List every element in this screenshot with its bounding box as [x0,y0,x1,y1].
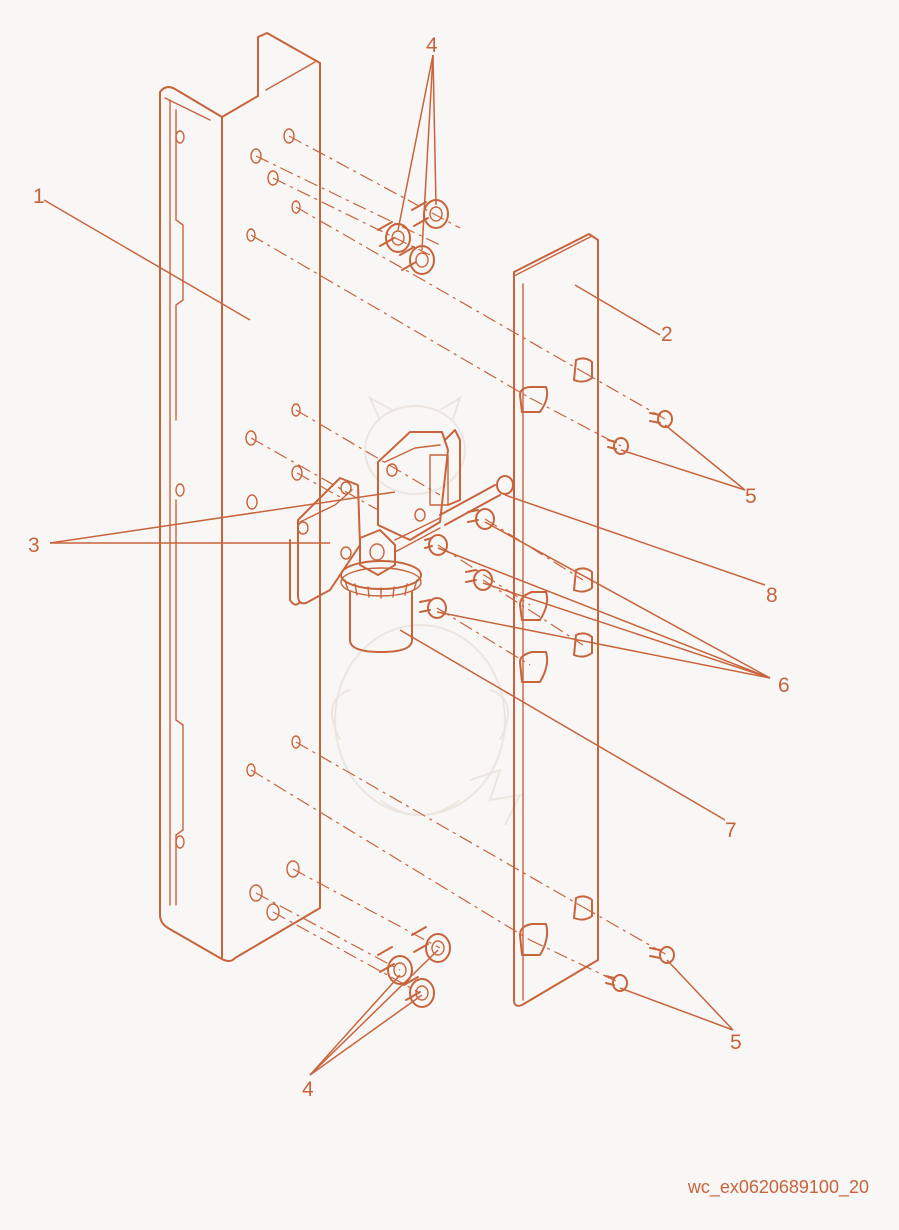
part-3-mounting-plate [289,429,461,606]
callout-3: 3 [28,534,40,557]
callout-1: 1 [33,185,45,208]
part-8-long-bolt [439,475,514,526]
callout-8: 8 [766,584,778,607]
callout-5-bottom: 5 [730,1031,742,1054]
alignment-lines [250,135,668,994]
callout-4-top: 4 [426,34,438,57]
watermark-mascot [331,395,522,826]
figure-reference-code: wc_ex0620689100_20 [687,1177,869,1197]
callout-7: 7 [725,819,737,842]
callout-5-top: 5 [745,485,757,508]
part-1-upright-channel [159,32,321,962]
callout-2: 2 [661,323,673,346]
callout-6: 6 [778,674,790,697]
part-4-bolts-bottom [377,926,451,1008]
callout-4-bottom: 4 [302,1078,314,1101]
part-7-filter-bowl [340,560,422,653]
part-4-bolts-top [377,199,449,275]
part-2-side-bracket [513,233,599,1007]
leader-lines [43,54,771,1076]
part-5-bolts [605,410,675,992]
part-6-bolts [419,508,495,619]
